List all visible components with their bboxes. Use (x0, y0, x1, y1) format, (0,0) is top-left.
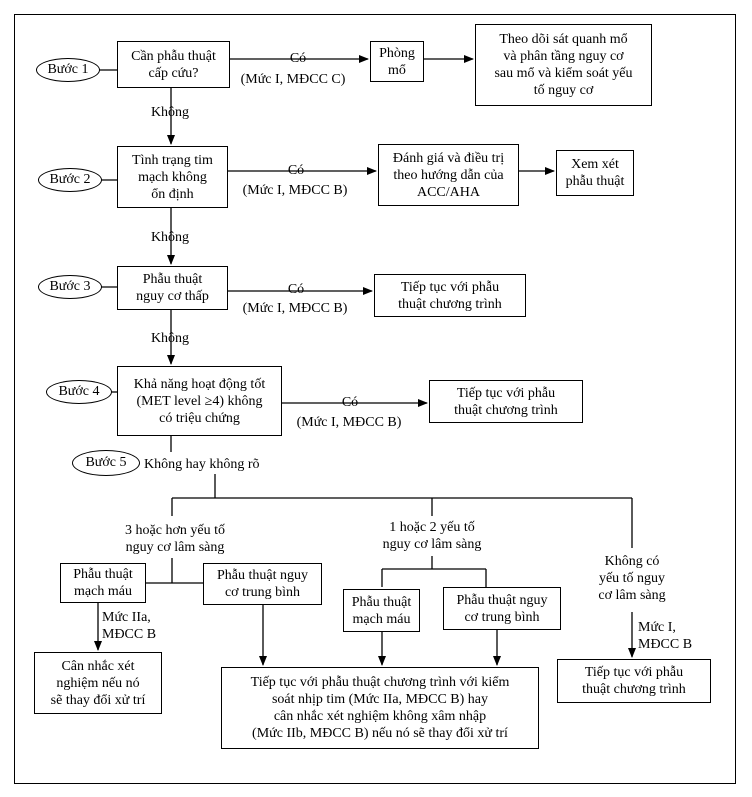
step-2-oval: Bước 2 (38, 168, 102, 192)
step-1-oval: Bước 1 (36, 58, 100, 82)
box-proceed-heart-rate-control: Tiếp tục với phẫu thuật chương trình với… (221, 667, 539, 749)
box-proceed-surgery-4: Tiếp tục với phẫu thuật chương trình (429, 380, 583, 423)
label-one-or-two-factors: 1 hoặc 2 yếu tố nguy cơ lâm sàng (382, 520, 482, 552)
box-proceed-surgery-3: Tiếp tục với phẫu thuật chương trình (374, 274, 526, 317)
label-yes-4: Có (341, 395, 359, 410)
box-unstable-cardiac: Tình trạng tim mạch không ổn định (117, 146, 228, 208)
box-emergency-surgery: Cần phẫu thuật cấp cứu? (117, 41, 230, 88)
label-no-3: Không (150, 331, 190, 346)
label-no-1: Không (150, 105, 190, 120)
box-vascular-surgery-b: Phẫu thuật mạch máu (343, 589, 420, 632)
box-proceed-surgery-none: Tiếp tục với phẫu thuật chương trình (557, 659, 711, 703)
label-yes-3: Có (287, 282, 305, 297)
label-yes-1: Có (289, 51, 307, 66)
label-level-2a: Mức IIa, MĐCC B (102, 610, 157, 642)
box-low-risk-surgery: Phẫu thuật nguy cơ thấp (117, 266, 228, 310)
label-level-1c: (Mức I, MĐCC C) (240, 72, 346, 87)
label-level-1b-short: Mức I, MĐCC B (638, 620, 693, 652)
label-no-factors: Không có yếu tố nguy cơ lâm sàng (598, 554, 666, 603)
box-operating-room: Phòng mổ (370, 41, 424, 82)
box-acc-aha-evaluation: Đánh giá và điều trị theo hướng dẫn của … (378, 144, 519, 206)
box-consider-testing: Cân nhắc xét nghiệm nếu nó sẽ thay đổi x… (34, 652, 162, 714)
label-three-or-more-factors: 3 hoặc hơn yếu tố nguy cơ lâm sàng (125, 523, 225, 555)
step-4-oval: Bước 4 (46, 380, 112, 404)
step-3-oval: Bước 3 (38, 275, 102, 299)
label-no-or-unknown: Không hay không rõ (144, 457, 260, 472)
box-consider-surgery: Xem xét phẫu thuật (556, 150, 634, 196)
label-level-1b-4: (Mức I, MĐCC B) (296, 415, 402, 430)
box-intermediate-surgery-a: Phẫu thuật nguy cơ trung bình (203, 563, 322, 605)
box-intermediate-surgery-b: Phẫu thuật nguy cơ trung bình (443, 587, 561, 630)
label-yes-2: Có (287, 163, 305, 178)
label-level-1b-3: (Mức I, MĐCC B) (242, 301, 348, 316)
label-no-2: Không (150, 230, 190, 245)
step-5-oval: Bước 5 (72, 450, 140, 476)
label-level-1b-2: (Mức I, MĐCC B) (242, 183, 348, 198)
diagram-frame (14, 14, 736, 784)
box-vascular-surgery-a: Phẫu thuật mạch máu (60, 563, 146, 603)
box-perioperative-monitoring: Theo dõi sát quanh mổ và phân tầng nguy … (475, 24, 652, 106)
box-functional-capacity: Khả năng hoạt động tốt (MET level ≥4) kh… (117, 366, 282, 436)
